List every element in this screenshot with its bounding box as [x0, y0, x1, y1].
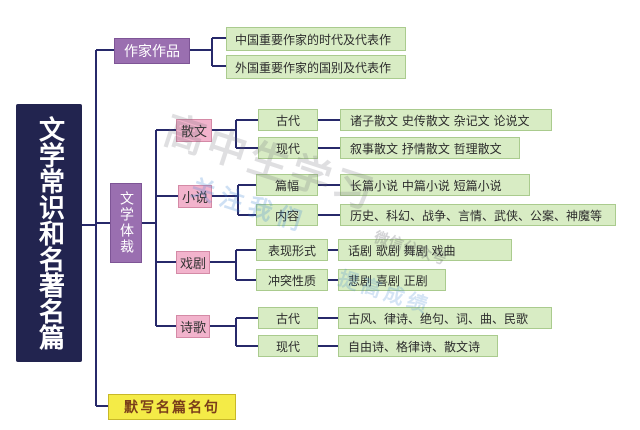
leaf-connectors — [318, 119, 340, 347]
leaf-novel-content[interactable]: 历史、科幻、战争、言情、武侠、公案、神魔等 — [340, 204, 616, 226]
leaf-prose-modern[interactable]: 叙事散文 抒情散文 哲理散文 — [340, 137, 520, 159]
node-drama-conflict[interactable]: 冲突性质 — [256, 269, 328, 291]
node-novel[interactable]: 小说 — [178, 185, 212, 208]
node-prose[interactable]: 散文 — [176, 119, 212, 142]
node-drama-form[interactable]: 表现形式 — [256, 239, 328, 261]
leaf-drama-conflict[interactable]: 悲剧 喜剧 正剧 — [338, 269, 446, 291]
node-prose-ancient[interactable]: 古代 — [258, 109, 318, 131]
leaf-chinese-writers[interactable]: 中国重要作家的时代及代表作 — [226, 27, 406, 51]
node-recite-famous-lines[interactable]: 默写名篇名句 — [108, 394, 236, 420]
poetry-connector — [210, 317, 258, 347]
node-prose-modern[interactable]: 现代 — [258, 137, 318, 159]
leaf-prose-ancient[interactable]: 诸子散文 史传散文 杂记文 论说文 — [340, 109, 552, 131]
root-node: 文学常识和名著名篇 — [16, 104, 82, 362]
genres-connector — [142, 129, 178, 327]
prose-connector — [212, 119, 258, 149]
node-poetry-ancient[interactable]: 古代 — [258, 307, 318, 329]
leaf-foreign-writers[interactable]: 外国重要作家的国别及代表作 — [226, 55, 406, 79]
leaf-poetry-modern[interactable]: 自由诗、格律诗、散文诗 — [338, 335, 498, 357]
node-novel-length[interactable]: 篇幅 — [256, 174, 318, 196]
drama-connector — [210, 249, 256, 281]
novel-connector — [212, 184, 256, 216]
trunk-connector — [82, 49, 114, 407]
leaf-drama-form[interactable]: 话剧 歌剧 舞剧 戏曲 — [338, 239, 512, 261]
node-writers-works[interactable]: 作家作品 — [114, 38, 190, 64]
node-poetry[interactable]: 诗歌 — [176, 315, 210, 338]
node-poetry-modern[interactable]: 现代 — [258, 335, 318, 357]
node-novel-content[interactable]: 内容 — [256, 204, 318, 226]
node-drama[interactable]: 戏剧 — [176, 251, 210, 274]
leaf-novel-length[interactable]: 长篇小说 中篇小说 短篇小说 — [340, 174, 530, 196]
leaf-poetry-ancient[interactable]: 古风、律诗、绝句、词、曲、民歌 — [338, 307, 552, 329]
node-literary-genres[interactable]: 文学体裁 — [110, 183, 142, 263]
writers-connector — [190, 37, 226, 67]
